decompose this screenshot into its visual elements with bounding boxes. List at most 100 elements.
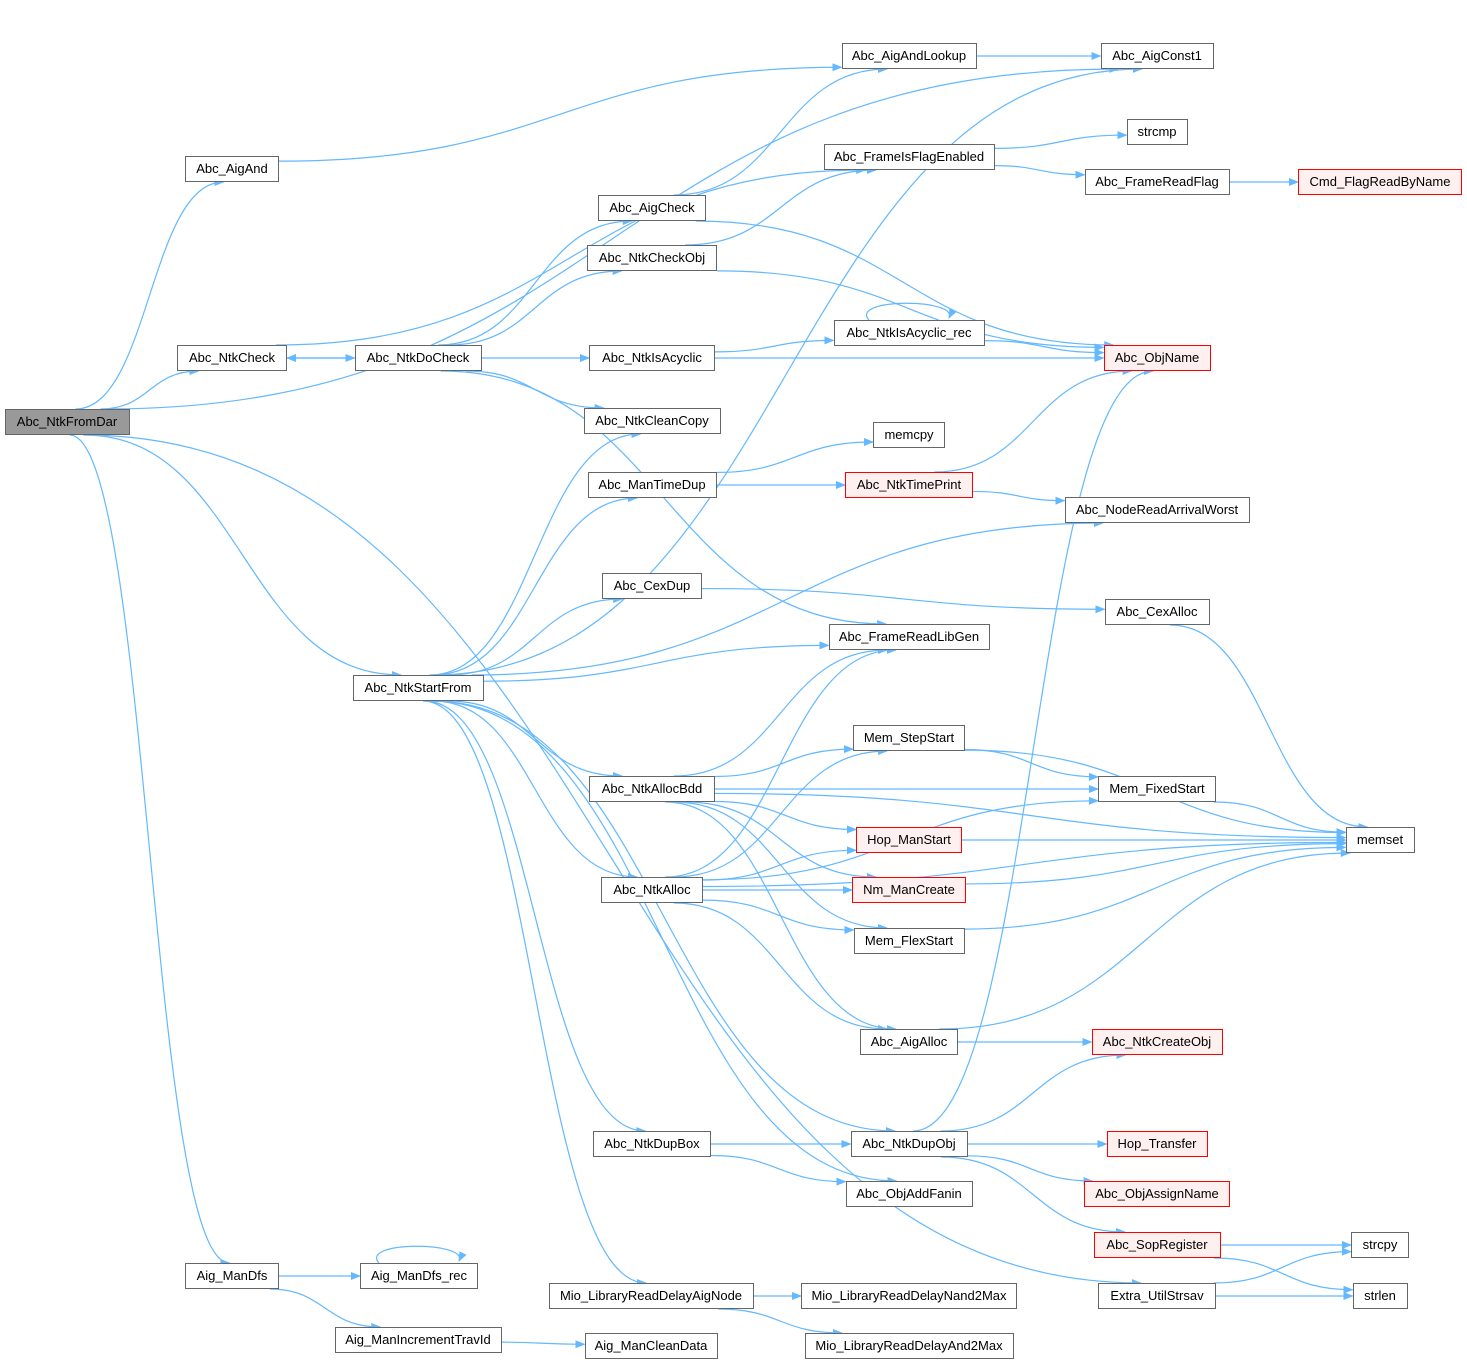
node-aig-manincrementtravid[interactable]: Aig_ManIncrementTravId: [334, 1327, 502, 1353]
node-abc-aigconst1[interactable]: Abc_AigConst1: [1100, 43, 1214, 69]
node-abc-objaddfanin[interactable]: Abc_ObjAddFanin: [845, 1181, 973, 1207]
edge-abc-ntkstartfrom-to-abc-mantimedup: [432, 494, 639, 676]
node-memcpy[interactable]: memcpy: [873, 422, 945, 448]
node-hop-transfer[interactable]: Hop_Transfer: [1106, 1131, 1208, 1157]
edge-mem-flexstart-to-memset: [964, 843, 1347, 930]
node-extra-utilstrsav[interactable]: Extra_UtilStrsav: [1098, 1283, 1216, 1309]
edge-abc-ntkalloc-to-memset: [702, 838, 1347, 888]
edge-abc-ntkalloc-to-abc-aigalloc: [673, 902, 889, 1033]
node-aig-mandfs[interactable]: Aig_ManDfs: [185, 1263, 279, 1289]
node-cmd-flagreadbyname[interactable]: Cmd_FlagReadByName: [1298, 169, 1462, 195]
edge-aig-mandfs-rec-to-aig-mandfs-rec: [375, 1245, 467, 1264]
edge-abc-ntkstartfrom-to-abc-framereadlibgen: [483, 641, 830, 682]
node-aig-mancleandata[interactable]: Aig_ManCleanData: [584, 1333, 718, 1359]
node-abc-sopregister[interactable]: Abc_SopRegister: [1093, 1232, 1221, 1258]
edge-abc-ntkallocbdd-to-memset: [714, 792, 1347, 842]
edge-abc-ntkallocbdd-to-mem-stepstart: [714, 745, 854, 778]
node-abc-ntkfromdar[interactable]: Abc_NtkFromDar: [4, 409, 130, 435]
node-strcpy[interactable]: strcpy: [1351, 1232, 1409, 1258]
node-mem-flexstart[interactable]: Mem_FlexStart: [853, 928, 965, 954]
node-abc-frameisflagenabled[interactable]: Abc_FrameIsFlagEnabled: [823, 144, 995, 170]
node-abc-ntkallocbdd[interactable]: Abc_NtkAllocBdd: [589, 776, 715, 802]
node-hop-manstart[interactable]: Hop_ManStart: [856, 827, 962, 853]
edge-abc-ntktimeprint-to-abc-objname: [934, 367, 1133, 473]
edge-abc-ntkisacyclic-rec-to-abc-objname: [984, 340, 1105, 357]
node-abc-ntkdupbox[interactable]: Abc_NtkDupBox: [593, 1131, 711, 1157]
edge-abc-aigcheck-to-abc-aigandlookup: [673, 65, 889, 196]
node-abc-ntkisacyclic-rec[interactable]: Abc_NtkIsAcyclic_rec: [833, 320, 985, 346]
edge-abc-ntkstartfrom-to-abc-ntkallocbdd: [448, 700, 623, 780]
edge-nm-mancreate-to-memset: [965, 839, 1347, 885]
edge-mio-libraryreaddelayaignode-to-mio-libraryreaddelayand2max: [718, 1308, 843, 1337]
node-mio-libraryreaddelaynand2max[interactable]: Mio_LibraryReadDelayNand2Max: [801, 1283, 1017, 1309]
edge-abc-ntkdocheck-to-abc-aigcheck: [438, 217, 633, 346]
node-abc-ntkalloc[interactable]: Abc_NtkAlloc: [601, 877, 703, 903]
edge-abc-ntkalloc-to-mem-stepstart: [673, 747, 889, 878]
node-abc-cexdup[interactable]: Abc_CexDup: [602, 573, 702, 599]
node-mem-fixedstart[interactable]: Mem_FixedStart: [1098, 776, 1216, 802]
node-abc-ntkcheck[interactable]: Abc_NtkCheck: [177, 345, 287, 371]
edge-abc-ntkisacyclic-to-abc-ntkisacyclic-rec: [714, 336, 835, 353]
edge-abc-ntkisacyclic-rec-to-abc-ntkisacyclic-rec: [865, 302, 957, 321]
edge-abc-ntkallocbdd-to-hop-manstart: [714, 800, 857, 834]
node-strcmp[interactable]: strcmp: [1126, 119, 1188, 145]
node-aig-mandfs-rec[interactable]: Aig_ManDfs_rec: [360, 1263, 478, 1289]
node-abc-ntkcreateobj[interactable]: Abc_NtkCreateObj: [1091, 1029, 1223, 1055]
node-abc-ntkcleancopy[interactable]: Abc_NtkCleanCopy: [583, 408, 721, 434]
node-mio-libraryreaddelayaignode[interactable]: Mio_LibraryReadDelayAigNode: [548, 1283, 754, 1309]
edge-abc-ntkstartfrom-to-abc-objaddfanin: [430, 700, 898, 1185]
edge-abc-aigcheck-to-abc-objname: [695, 220, 1115, 349]
edge-abc-ntkfromdar-to-abc-aigconst1: [105, 65, 1120, 410]
edge-abc-ntkfromdar-to-abc-ntkcheck: [100, 367, 200, 410]
edge-aig-mandfs-to-aig-manincrementtravid: [269, 1288, 382, 1331]
edge-abc-ntkallocbdd-to-abc-framereadlibgen: [673, 646, 889, 777]
edge-abc-ntkstartfrom-to-abc-ntkalloc: [433, 700, 638, 881]
edge-abc-ntkdocheck-to-abc-ntkcheckobj: [448, 267, 623, 346]
node-abc-ntkcheckobj[interactable]: Abc_NtkCheckObj: [587, 245, 717, 271]
node-mio-libraryreaddelayand2max[interactable]: Mio_LibraryReadDelayAnd2Max: [804, 1333, 1014, 1359]
edge-abc-ntkfromdar-to-abc-ntkstartfrom: [84, 434, 402, 679]
node-abc-ntkisacyclic[interactable]: Abc_NtkIsAcyclic: [589, 345, 715, 371]
node-abc-aigand[interactable]: Abc_AigAnd: [185, 156, 279, 182]
edge-extra-utilstrsav-to-strcpy: [1213, 1247, 1352, 1284]
node-abc-aigalloc[interactable]: Abc_AigAlloc: [860, 1029, 958, 1055]
edge-abc-cexdup-to-abc-cexalloc: [701, 587, 1106, 614]
edge-abc-aigand-to-abc-aigandlookup: [278, 63, 843, 162]
edge-abc-ntkcheckobj-to-abc-frameisflagenabled: [685, 166, 877, 246]
edge-abc-ntkstartfrom-to-abc-nodereadarrivalworst: [471, 519, 1105, 676]
edge-abc-ntkalloc-to-hop-manstart: [702, 846, 857, 881]
node-abc-objassignname[interactable]: Abc_ObjAssignName: [1084, 1181, 1230, 1207]
node-strlen[interactable]: strlen: [1352, 1283, 1408, 1309]
node-abc-objname[interactable]: Abc_ObjName: [1103, 345, 1211, 371]
node-memset[interactable]: memset: [1345, 827, 1415, 853]
edge-abc-sopregister-to-strlen: [1213, 1257, 1354, 1294]
edge-abc-ntkfromdar-to-abc-aigand: [75, 178, 225, 410]
edge-abc-ntkstartfrom-to-abc-ntkcleancopy: [429, 430, 642, 676]
edge-abc-ntkcheckobj-to-abc-objname: [716, 270, 1105, 352]
edge-abc-ntkstartfrom-to-mio-libraryreaddelayaignode: [422, 700, 648, 1287]
node-abc-ntktimeprint[interactable]: Abc_NtkTimePrint: [845, 472, 973, 498]
edge-abc-ntkstartfrom-to-abc-ntkdupobj: [431, 700, 897, 1135]
node-abc-nodereadarrivalworst[interactable]: Abc_NodeReadArrivalWorst: [1064, 497, 1250, 523]
edge-aig-manincrementtravid-to-aig-mancleandata: [501, 1340, 586, 1349]
node-abc-aigcheck[interactable]: Abc_AigCheck: [598, 195, 706, 221]
node-abc-framereadflag[interactable]: Abc_FrameReadFlag: [1084, 169, 1230, 195]
edge-abc-ntkstartfrom-to-abc-aigconst1: [433, 65, 1143, 676]
node-abc-ntkdupobj[interactable]: Abc_NtkDupObj: [850, 1131, 968, 1157]
node-abc-mantimedup[interactable]: Abc_ManTimeDup: [587, 472, 717, 498]
edge-abc-cexalloc-to-memset: [1169, 624, 1369, 831]
edge-abc-ntkdupobj-to-abc-objassignname: [967, 1155, 1094, 1185]
node-abc-cexalloc[interactable]: Abc_CexAlloc: [1104, 599, 1210, 625]
edge-abc-ntktimeprint-to-abc-nodereadarrivalworst: [972, 490, 1066, 505]
edge-abc-aigalloc-to-memset: [939, 849, 1351, 1030]
node-abc-ntkdocheck[interactable]: Abc_NtkDoCheck: [354, 345, 482, 371]
node-abc-ntkstartfrom[interactable]: Abc_NtkStartFrom: [352, 675, 484, 701]
node-abc-aigandlookup[interactable]: Abc_AigAndLookup: [841, 43, 977, 69]
node-mem-stepstart[interactable]: Mem_StepStart: [853, 725, 965, 751]
edge-abc-ntkdupbox-to-abc-objaddfanin: [710, 1154, 847, 1186]
node-nm-mancreate[interactable]: Nm_ManCreate: [852, 877, 966, 903]
edge-abc-ntkalloc-to-abc-framereadlibgen: [665, 646, 897, 878]
edge-abc-mantimedup-to-memcpy: [716, 438, 874, 474]
node-abc-framereadlibgen[interactable]: Abc_FrameReadLibGen: [828, 624, 990, 650]
